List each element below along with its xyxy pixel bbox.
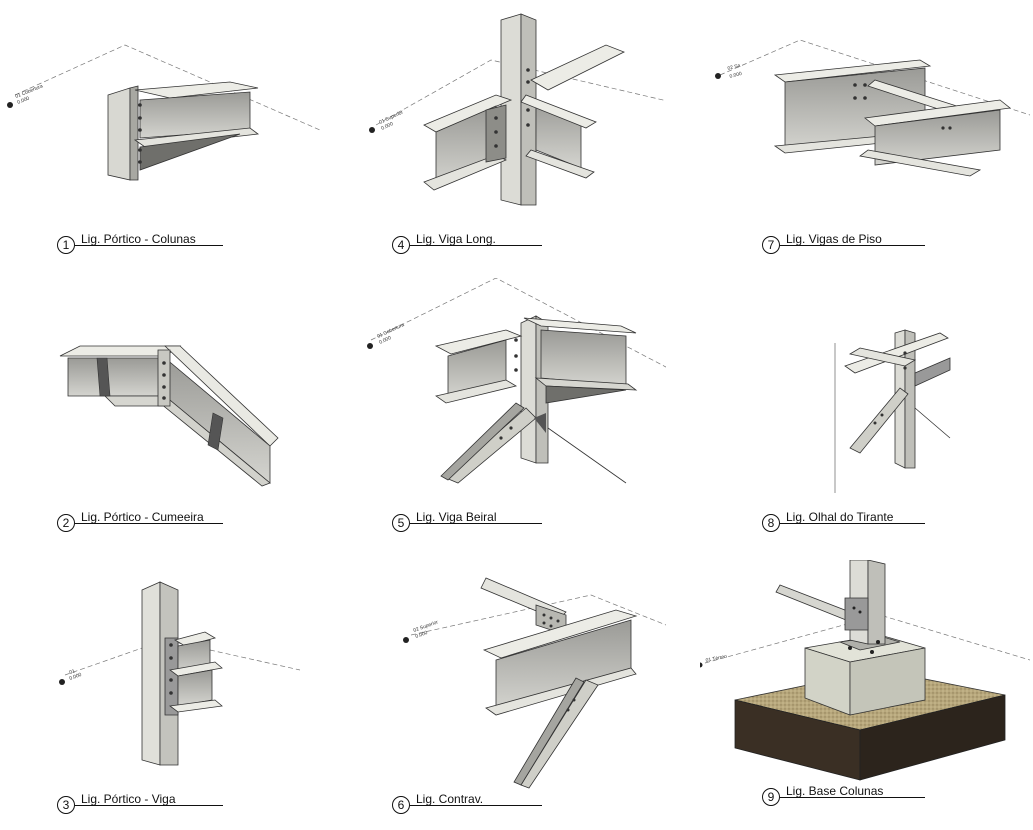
steel-connection-drawing: 01 Térreo — [700, 560, 1030, 781]
detail-title: Lig. Olhal do Tirante — [786, 510, 894, 524]
detail-caption: 7 Lig. Vigas de Piso — [762, 232, 927, 256]
detail-number: 8 — [762, 514, 780, 532]
detail-title: Lig. Viga Beiral — [416, 510, 497, 524]
detail-caption: 2 Lig. Pórtico - Cumeeira — [57, 510, 225, 534]
detail-title: Lig. Vigas de Piso — [786, 232, 882, 246]
detail-title: Lig. Pórtico - Colunas — [81, 232, 196, 246]
detail-panel-3: 01 0.000 3 Lig. Pórtico - Viga — [0, 560, 330, 830]
detail-number: 2 — [57, 514, 75, 532]
detail-number: 4 — [392, 236, 410, 254]
steel-connection-drawing: 01 0.000 — [59, 581, 301, 766]
detail-caption: 3 Lig. Pórtico - Viga — [57, 792, 225, 816]
steel-connection-drawing — [834, 329, 951, 493]
detail-panel-9: 01 Térreo 9 Lig. Base Colunas — [700, 560, 1030, 830]
svg-text:0.000: 0.000 — [17, 96, 31, 106]
detail-panel-4: 01 Superior 0.000 4 Lig. Viga Long. — [336, 0, 666, 270]
detail-number: 3 — [57, 796, 75, 814]
detail-title: Lig. Pórtico - Cumeeira — [81, 510, 204, 524]
svg-text:01: 01 — [69, 668, 76, 676]
detail-caption: 5 Lig. Viga Beiral — [392, 510, 544, 534]
detail-panel-2: 2 Lig. Pórtico - Cumeeira — [0, 278, 330, 548]
svg-text:0.000: 0.000 — [729, 71, 743, 80]
detail-panel-7: 02 Sa 0.000 7 Lig. Vigas de Piso — [700, 0, 1030, 270]
detail-title: Lig. Pórtico - Viga — [81, 792, 176, 806]
steel-connection-drawing: 02 Superior 0.000 — [403, 577, 666, 789]
level-marker-icon — [403, 637, 409, 643]
steel-connection-drawing — [59, 345, 279, 487]
detail-panel-5: 01 Cobertura 0.000 5 Lig. Viga Beiral — [336, 278, 666, 548]
svg-text:0.000: 0.000 — [69, 672, 83, 682]
svg-text:01 Cobertura: 01 Cobertura — [376, 322, 405, 340]
svg-text:01 Cobertura: 01 Cobertura — [15, 83, 45, 100]
detail-panel-1: 01 Cobertura 0.000 1 Lig. Pórtico - Colu… — [0, 0, 330, 270]
detail-caption: 1 Lig. Pórtico - Colunas — [57, 232, 225, 256]
detail-caption: 9 Lig. Base Colunas — [762, 784, 927, 808]
detail-caption: 8 Lig. Olhal do Tirante — [762, 510, 927, 534]
steel-connection-drawing: 02 Sa 0.000 — [715, 39, 1030, 177]
svg-text:02 Sa: 02 Sa — [727, 63, 741, 72]
level-marker-icon — [700, 662, 703, 668]
detail-number: 9 — [762, 788, 780, 806]
detail-title: Lig. Viga Long. — [416, 232, 496, 246]
detail-caption: 6 Lig. Contrav. — [392, 792, 544, 816]
detail-panel-8: 8 Lig. Olhal do Tirante — [700, 278, 1030, 548]
svg-text:0.000: 0.000 — [415, 630, 429, 640]
level-marker-icon — [7, 102, 13, 108]
level-marker-icon — [369, 127, 375, 133]
detail-title: Lig. Base Colunas — [786, 784, 884, 798]
steel-connection-drawing: 01 Cobertura 0.000 — [367, 278, 666, 484]
steel-connection-drawing: 01 Superior 0.000 — [369, 13, 666, 206]
detail-title: Lig. Contrav. — [416, 792, 484, 806]
detail-number: 5 — [392, 514, 410, 532]
detail-number: 1 — [57, 236, 75, 254]
svg-text:0.000: 0.000 — [380, 121, 394, 132]
steel-connection-drawing: 01 Cobertura 0.000 — [7, 44, 321, 181]
svg-text:01 Térreo: 01 Térreo — [705, 654, 728, 664]
detail-number: 7 — [762, 236, 780, 254]
level-marker-icon — [715, 73, 721, 79]
detail-caption: 4 Lig. Viga Long. — [392, 232, 544, 256]
level-marker-icon — [59, 679, 65, 685]
svg-text:0.000: 0.000 — [378, 335, 392, 346]
level-marker-icon — [367, 343, 373, 349]
detail-number: 6 — [392, 796, 410, 814]
detail-panel-6: 02 Superior 0.000 6 Lig. Contrav. — [336, 560, 666, 830]
